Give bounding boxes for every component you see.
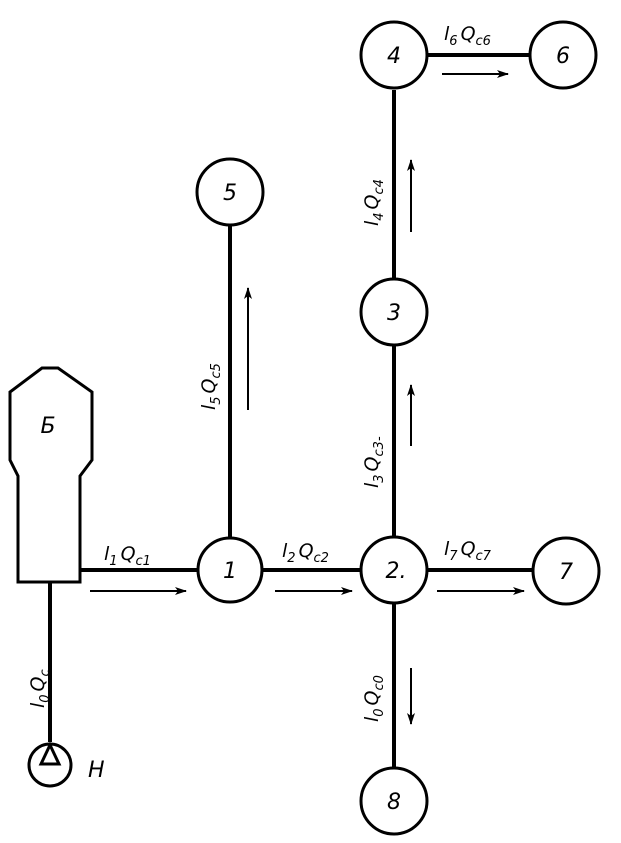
pipe-label-p7-q: Q (461, 538, 476, 560)
pipe-label-p6-q: Q (461, 23, 476, 45)
pipe-label-p7-lsub: 7 (449, 549, 458, 564)
pipe-label-p0: l0 Qc (27, 669, 53, 708)
pipe-label-p3-l: l (361, 482, 383, 488)
node-5-label: 5 (223, 181, 237, 206)
node-7: 7 (531, 536, 601, 606)
svg-text:l3Qc3-: l3 Qc3- (361, 436, 387, 488)
svg-text:l4Qc4: l4 Qc4 (361, 179, 387, 226)
pipe-label-p7-qsub: c7 (476, 549, 492, 564)
pipe-label-p8-qsub: c0 (372, 675, 387, 690)
pipe-label-p0-qsub: c (38, 669, 53, 676)
pipe-label-p4-q: Q (361, 194, 383, 209)
water-tower: Б (8, 366, 94, 584)
pipe-label-p6-l: l (444, 23, 450, 45)
node-5: 5 (195, 157, 265, 227)
pipe-label-p2-qsub: c2 (314, 551, 329, 566)
node-8-label: 8 (387, 790, 401, 815)
pipes (48, 53, 532, 768)
pipe-label-p6-qsub: c6 (476, 34, 491, 49)
node-7-circle (531, 536, 601, 606)
pipe-label-p4-lsub: 4 (372, 212, 387, 220)
pipe-label-p2-lsub: 2 (287, 551, 295, 566)
node-8: 8 (359, 766, 429, 836)
water-tower-label: Б (40, 414, 55, 439)
pipe-label-p0-l: l (27, 702, 49, 708)
pipe-label-p2-l: l (282, 540, 288, 562)
pipe-label-p5-qsub: c5 (209, 363, 224, 378)
pipe-label-p8-l: l (361, 716, 383, 722)
pipe-label-p2-q: Q (299, 540, 314, 562)
flow-arrows (90, 70, 525, 725)
node-2-label: 2. (386, 559, 407, 584)
pipe-label-p0-q: Q (27, 676, 49, 691)
pipe-label-p8-q: Q (361, 690, 383, 705)
node-2: 2. (359, 535, 429, 605)
svg-text:l0Qc: l0 Qc (27, 669, 53, 708)
pipe-label-p3-lsub: 3 (372, 474, 387, 482)
pipe-label-p0-lsub: 0 (38, 694, 53, 702)
pipe-label-p5-q: Q (198, 378, 220, 393)
pipe-label-p5-l: l (198, 404, 220, 410)
pipe-label-p8-lsub: 0 (372, 708, 387, 716)
node-6-circle (528, 20, 598, 90)
pipe-label-p4: l4 Qc4 (361, 179, 387, 226)
pipe-label-p8: l0 Qc0 (361, 675, 387, 722)
node-6-label: 6 (556, 44, 570, 69)
node-6: 6 (528, 20, 598, 90)
node-5-circle (195, 157, 265, 227)
pipe-label-p4-l: l (361, 220, 383, 226)
pipe-label-p1-q: Q (121, 543, 136, 565)
pipe-label-p5: l5 Qc5 (198, 363, 224, 410)
node-1: 1 (196, 536, 264, 604)
pipe-label-p1-lsub: 1 (109, 554, 117, 569)
node-7-label: 7 (559, 560, 573, 585)
pipe-label-p3-qsub: c3- (372, 436, 387, 456)
node-1-label: 1 (223, 559, 237, 584)
svg-text:l5Qc5: l5 Qc5 (198, 363, 224, 410)
svg-text:l0Qc0: l0 Qc0 (361, 675, 387, 722)
node-4-circle (359, 20, 429, 90)
node-3-circle (359, 277, 429, 347)
pipe-label-p3: l3 Qc3- (361, 436, 387, 488)
pump: Н (27, 741, 105, 788)
node-3: 3 (359, 277, 429, 347)
pipe-label-p1-l: l (104, 543, 110, 565)
node-1-circle (196, 536, 264, 604)
water-tower-outline (8, 366, 94, 584)
pipe-label-p3-q: Q (361, 456, 383, 471)
node-2-circle (359, 535, 429, 605)
pipe-label-p4-qsub: c4 (372, 179, 387, 194)
pipe-label-p7-l: l (444, 538, 450, 560)
pump-label: Н (88, 758, 105, 783)
pipe-label-p1-qsub: c1 (136, 554, 151, 569)
node-4-label: 4 (387, 44, 401, 69)
pipe-label-p5-lsub: 5 (209, 396, 224, 404)
node-8-circle (359, 766, 429, 836)
pipe-label-p6-lsub: 6 (449, 34, 457, 49)
node-4: 4 (359, 20, 429, 90)
node-3-label: 3 (387, 301, 401, 326)
pump-triangle-icon (38, 741, 62, 766)
